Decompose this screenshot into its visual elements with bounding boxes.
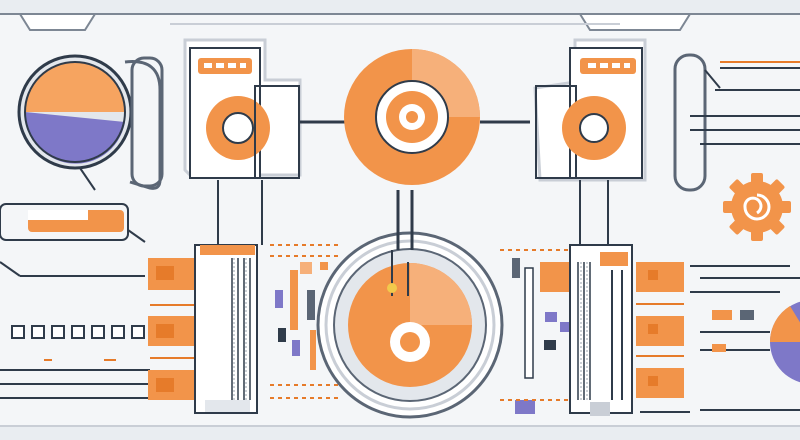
text-lines — [673, 53, 800, 411]
pie-dial-left — [17, 54, 164, 191]
components-left — [270, 244, 340, 399]
radiator-columns-right — [569, 180, 633, 416]
radiator-columns-left — [194, 180, 263, 414]
checkbox-row — [11, 325, 145, 339]
left-text-lines — [0, 359, 150, 399]
slider-panel — [0, 203, 146, 277]
orange-block-stack-right — [636, 262, 690, 413]
components-right — [500, 249, 576, 414]
central-disc-top — [344, 49, 530, 185]
pie-dial-right — [769, 301, 800, 383]
gear-icon — [723, 173, 791, 241]
bottom-strip — [0, 425, 800, 440]
central-platter — [316, 190, 504, 419]
controls-right — [700, 310, 770, 352]
top-rail — [0, 0, 800, 31]
disc-unit-left — [183, 38, 345, 179]
disc-unit-right — [533, 38, 647, 182]
orange-block-stack-left — [148, 258, 195, 400]
